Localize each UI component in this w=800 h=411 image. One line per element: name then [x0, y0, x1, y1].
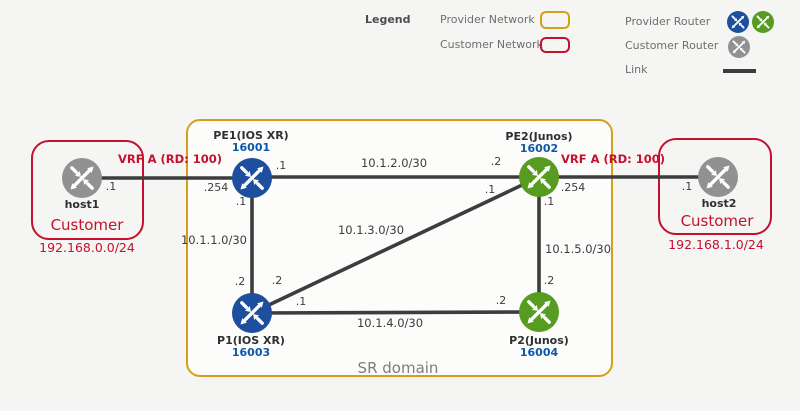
customer-router-icon	[728, 36, 750, 58]
legend-provider-network-label: Provider Network	[440, 13, 535, 26]
p1-name: P1(IOS XR)	[217, 334, 285, 347]
customer-network-swatch	[540, 37, 570, 53]
pe2-vrf-if: .254	[560, 181, 586, 194]
host1-if: .1	[105, 180, 117, 193]
subnet-10-1-5: 10.1.5.0/30	[545, 242, 612, 256]
pe1-sid: 16001	[231, 141, 271, 154]
pe2-router-icon	[519, 157, 559, 197]
legend-customer-router-label: Customer Router	[625, 39, 719, 52]
legend-customer-network-label: Customer Network	[440, 38, 543, 51]
pe1-router-icon	[232, 158, 272, 198]
pe2-name: PE2(Junos)	[505, 130, 573, 143]
sr-domain-label: SR domain	[357, 359, 439, 377]
link-swatch	[723, 69, 756, 73]
host1-name: host1	[64, 198, 100, 211]
host1-router-icon	[62, 158, 102, 198]
vrf-a-label-right: VRF A (RD: 100)	[560, 152, 666, 166]
host2-router-icon	[698, 157, 738, 197]
legend-link-label: Link	[625, 63, 648, 76]
pe2-if-to-pe1: .2	[490, 155, 502, 168]
pe1-if-to-pe2: .1	[275, 159, 287, 172]
p2-if-to-p1: .2	[495, 294, 507, 307]
vrf-a-label-left: VRF A (RD: 100)	[117, 152, 223, 166]
legend-provider-router-label: Provider Router	[625, 15, 711, 28]
p1-if-to-pe1: .2	[234, 275, 246, 288]
pe1-name: PE1(IOS XR)	[213, 129, 289, 142]
p1-if-to-p2: .1	[295, 295, 307, 308]
provider-router-blue-icon	[727, 11, 749, 33]
pe2-sid: 16002	[519, 142, 559, 155]
subnet-10-1-3: 10.1.3.0/30	[337, 223, 405, 237]
customer-left-subnet: 192.168.0.0/24	[39, 240, 135, 255]
p1-router-icon	[232, 293, 272, 333]
pe2-if-to-p1: .1	[484, 183, 496, 196]
pe1-if-to-p1: .1	[235, 195, 247, 208]
subnet-10-1-2: 10.1.2.0/30	[360, 156, 428, 170]
provider-router-green-icon	[752, 11, 774, 33]
host2-name: host2	[701, 197, 737, 210]
customer-site-right-box	[658, 138, 772, 235]
p1-sid: 16003	[231, 346, 271, 359]
p2-if-to-pe2: .2	[543, 274, 555, 287]
p2-name: P2(Junos)	[509, 334, 569, 347]
customer-right-subnet: 192.168.1.0/24	[668, 237, 764, 252]
host2-if: .1	[681, 180, 693, 193]
p1-if-to-pe2: .2	[271, 274, 283, 287]
customer-site-left-box	[31, 140, 144, 240]
pe2-if-to-p2: .1	[543, 195, 555, 208]
subnet-10-1-1: 10.1.1.0/30	[180, 233, 247, 247]
p2-sid: 16004	[519, 346, 559, 359]
pe1-vrf-if: .254	[203, 181, 229, 194]
legend-title: Legend	[365, 13, 411, 26]
p2-router-icon	[519, 292, 559, 332]
customer-right-label: Customer	[680, 212, 754, 230]
subnet-10-1-4: 10.1.4.0/30	[356, 316, 424, 330]
provider-network-swatch	[540, 11, 570, 29]
customer-left-label: Customer	[50, 216, 124, 234]
